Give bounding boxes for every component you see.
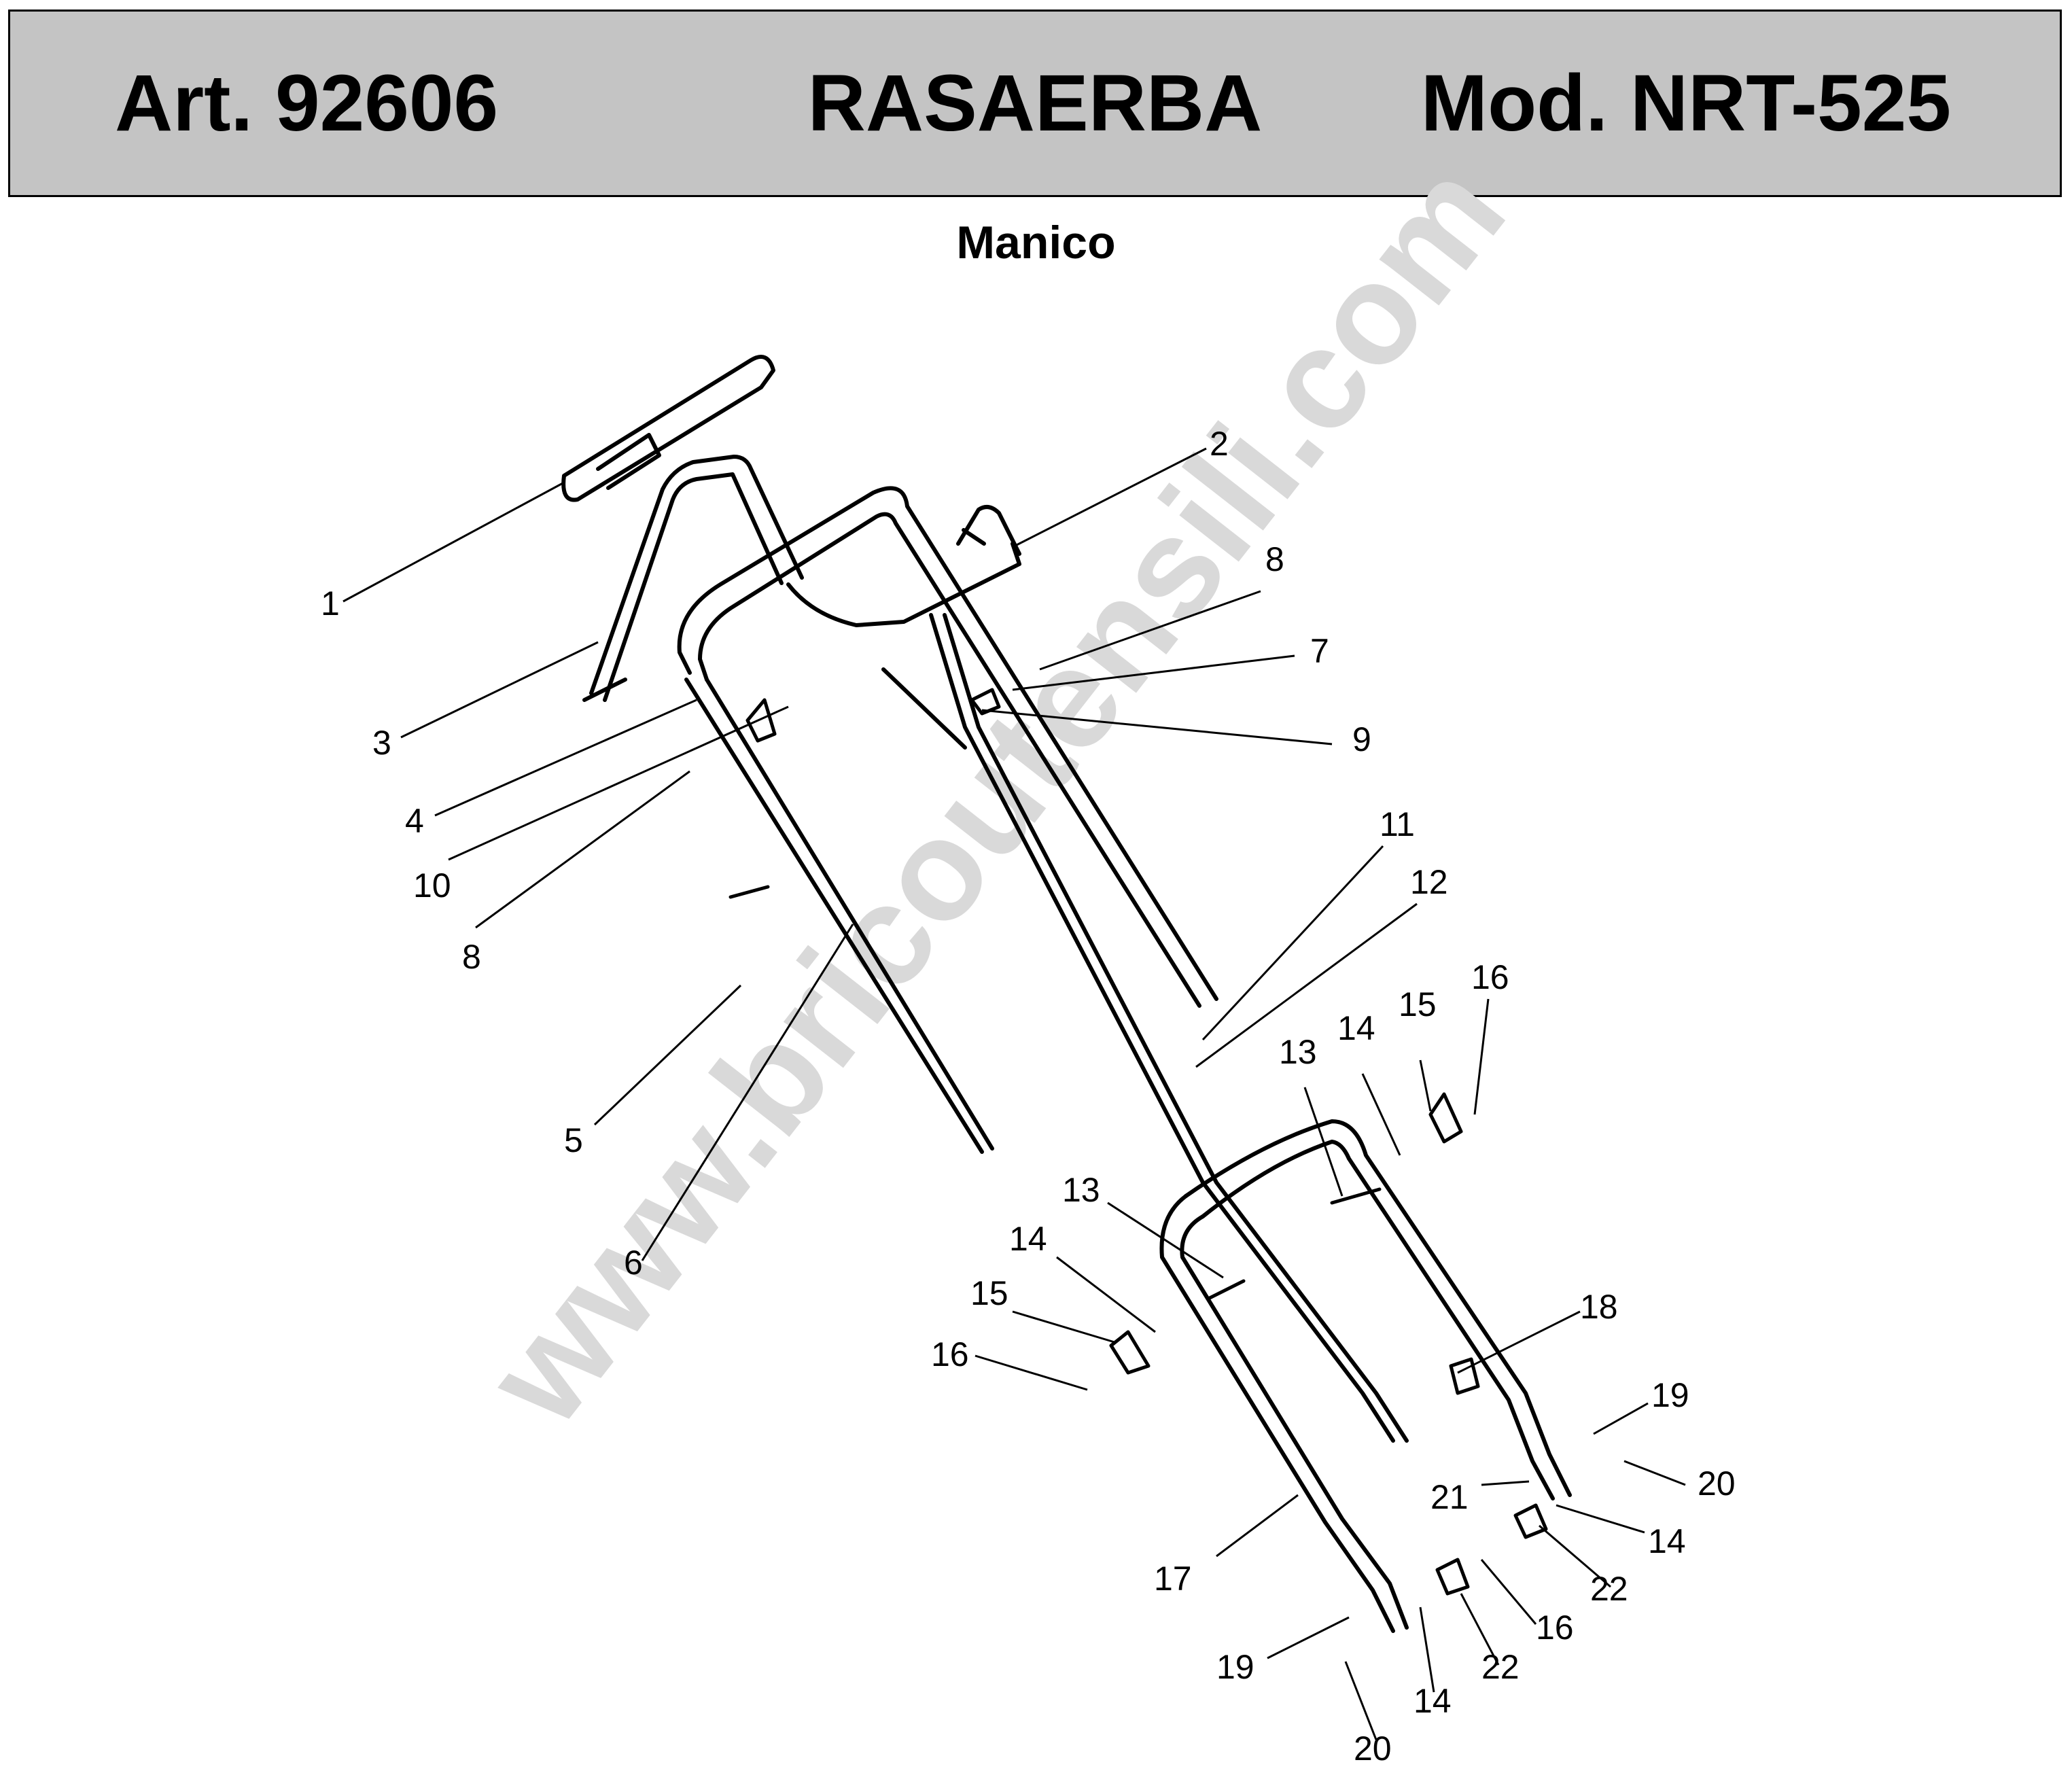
bail-lever: [582, 455, 804, 702]
section-title: Manico: [956, 217, 1116, 268]
callout-15b: 15: [970, 1274, 1008, 1312]
callout-1: 1: [321, 584, 340, 622]
callout-8: 8: [1265, 540, 1284, 578]
callout-22b: 22: [1481, 1648, 1520, 1686]
lower-handle: [1159, 1119, 1572, 1633]
callout-11: 11: [1380, 805, 1415, 843]
callout-15: 15: [1399, 985, 1437, 1023]
callout-3: 3: [372, 724, 391, 762]
callout-14: 14: [1337, 1009, 1375, 1047]
article-number: Art. 92606: [115, 58, 499, 148]
callout-8b: 8: [462, 938, 481, 976]
fasteners: [728, 688, 1548, 1596]
callout-17: 17: [1154, 1560, 1192, 1598]
callout-20: 20: [1698, 1464, 1736, 1503]
title-banner: Art. 92606 RASAERBA Mod. NRT-525: [8, 10, 2062, 197]
callout-12: 12: [1410, 863, 1448, 901]
product-title: RASAERBA: [807, 58, 1263, 148]
callout-22: 22: [1590, 1570, 1628, 1608]
callout-6: 6: [624, 1244, 643, 1282]
callout-7: 7: [1310, 632, 1329, 670]
watermark: www.bricoutensili.com: [455, 134, 1535, 1454]
callout-16b: 16: [931, 1335, 969, 1373]
callout-13b: 13: [1062, 1171, 1100, 1209]
callout-16: 16: [1471, 958, 1509, 996]
callout-16c: 16: [1536, 1609, 1574, 1647]
model-number: Mod. NRT-525: [1420, 58, 1951, 148]
callout-labels: 1 2 3 8 7 4 9 10 8 11 12 16 15 14 13 5 6…: [321, 425, 1736, 1768]
callout-9: 9: [1352, 720, 1371, 758]
throttle-lever: [956, 505, 1021, 556]
callout-18: 18: [1580, 1288, 1618, 1326]
callout-4: 4: [405, 802, 424, 840]
callout-19b: 19: [1216, 1648, 1254, 1686]
callout-14d: 14: [1413, 1682, 1452, 1720]
callout-13: 13: [1279, 1033, 1317, 1071]
callout-20b: 20: [1354, 1730, 1392, 1768]
callout-19: 19: [1651, 1376, 1689, 1414]
callout-14c: 14: [1648, 1522, 1686, 1560]
callout-21: 21: [1430, 1478, 1469, 1516]
callout-5: 5: [564, 1121, 583, 1159]
upper-handle: [677, 486, 1218, 1154]
callout-10: 10: [413, 866, 451, 905]
callout-2: 2: [1210, 425, 1229, 463]
callout-14b: 14: [1009, 1220, 1047, 1258]
handle-grip: [561, 355, 775, 502]
